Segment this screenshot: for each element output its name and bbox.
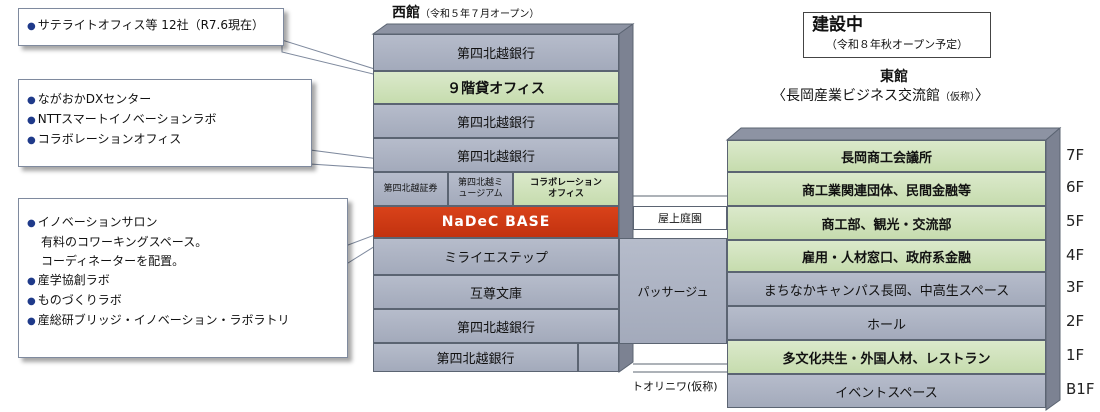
list-item: コーディネーターを配置。 (41, 254, 185, 268)
list-item: ●コラボレーションオフィス (27, 132, 182, 146)
list-item: ●イノベーションサロン (27, 215, 158, 229)
west-floor-5-securities: 第四北越証券 (373, 172, 448, 206)
bullet-icon: ● (27, 296, 36, 307)
east-floor-7f: 長岡商工会議所 (727, 140, 1046, 172)
west-floor-nadec-base: NaDeC BASE (373, 206, 619, 238)
east-roof (725, 127, 1062, 141)
west-floor-b1: 第四北越銀行 (373, 343, 578, 372)
bullet-icon: ● (27, 218, 36, 229)
east-floor-1f: 多文化共生・外国人材、レストラン (727, 340, 1046, 374)
bullet-icon: ● (27, 316, 36, 327)
floor-label: 7F (1066, 146, 1085, 164)
construction-box: 建設中 （令和８年秋オープン予定） (803, 12, 991, 58)
east-building-subtitle: 〈長岡産業ビジネス交流館（仮称）〉 (772, 88, 989, 104)
west-floor-7: 第四北越銀行 (373, 104, 619, 138)
east-floor-name: イベントスペース (835, 385, 938, 401)
list-item: ●ながおかDXセンター (27, 92, 152, 106)
east-side (1045, 126, 1061, 411)
bullet-icon: ● (27, 21, 36, 32)
west-floor-5-museum: 第四北越ミュージアム (448, 172, 513, 206)
west-floor-b1-annex (578, 343, 619, 372)
east-building-title: 東館 (880, 69, 908, 85)
callout-dx: ●ながおかDXセンター ●NTTスマートイノベーションラボ ●コラボレーションオ… (18, 79, 312, 167)
east-floor-name: ホール (866, 317, 906, 333)
east-floor-name: 長岡商工会議所 (840, 150, 932, 166)
east-floor-name: まちなかキャンパス長岡、中高生スペース (763, 283, 1010, 299)
list-item: ●サテライトオフィス等 12社（R7.6現在） (27, 18, 265, 32)
bullet-icon: ● (27, 276, 36, 287)
bullet-icon: ● (27, 115, 36, 126)
toriniwa-label: トオリニワ(仮称) (632, 380, 718, 393)
floor-label: 4F (1066, 246, 1085, 264)
floor-label: 5F (1066, 212, 1085, 230)
floor-label: 1F (1066, 346, 1085, 364)
east-floor-6f: 商工業関連団体、民間金融等 (727, 172, 1046, 206)
rooftop-garden: 屋上庭園 (633, 206, 727, 230)
west-floor-8: ９階貸オフィス (373, 71, 619, 104)
bullet-icon: ● (27, 95, 36, 106)
east-floor-2f: ホール (727, 306, 1046, 340)
list-item: ●ものづくりラボ (27, 293, 122, 307)
floor-label: B1F (1066, 380, 1095, 398)
passage: パッサージュ (619, 238, 727, 344)
bullet-icon: ● (27, 135, 36, 146)
floor-label: 6F (1066, 178, 1085, 196)
list-item: ●NTTスマートイノベーションラボ (27, 112, 217, 126)
list-item: 有料のコワーキングスペース。 (41, 235, 208, 249)
east-floor-3f: まちなかキャンパス長岡、中高生スペース (727, 272, 1046, 306)
east-floor-4f: 雇用・人材窓口、政府系金融 (727, 240, 1046, 272)
west-floor-2: 互尊文庫 (373, 275, 619, 309)
construction-note: （令和８年秋オープン予定） (825, 38, 969, 51)
west-floor-3: ミライエステップ (373, 238, 619, 275)
callout-innovation: ●イノベーションサロン 有料のコワーキングスペース。 コーディネーターを配置。 … (18, 198, 348, 358)
floor-label: 3F (1066, 278, 1085, 296)
east-floor-name: 商工業関連団体、民間金融等 (801, 183, 971, 199)
west-floor-6: 第四北越銀行 (373, 138, 619, 172)
list-item: ●産学協創ラボ (27, 273, 110, 287)
floor-label: 2F (1066, 312, 1085, 330)
east-floor-name: 雇用・人材窓口、政府系金融 (801, 250, 971, 266)
list-item: ●産総研ブリッジ・イノベーション・ラボラトリ (27, 313, 290, 327)
west-floor-9: 第四北越銀行 (373, 34, 619, 71)
callout-satellite: ●サテライトオフィス等 12社（R7.6現在） (18, 8, 284, 46)
east-floor-name: 商工部、観光・交流部 (821, 217, 952, 233)
west-building-title: 西館（令和５年７月オープン） (392, 5, 540, 21)
west-floor-5-collab: コラボレーションオフィス (513, 172, 619, 206)
east-floor-b1f: イベントスペース (727, 374, 1046, 408)
east-floor-5f: 商工部、観光・交流部 (727, 206, 1046, 240)
east-floor-name: 多文化共生・外国人材、レストラン (782, 351, 991, 367)
construction-title: 建設中 (812, 15, 863, 35)
west-floor-1: 第四北越銀行 (373, 309, 619, 343)
